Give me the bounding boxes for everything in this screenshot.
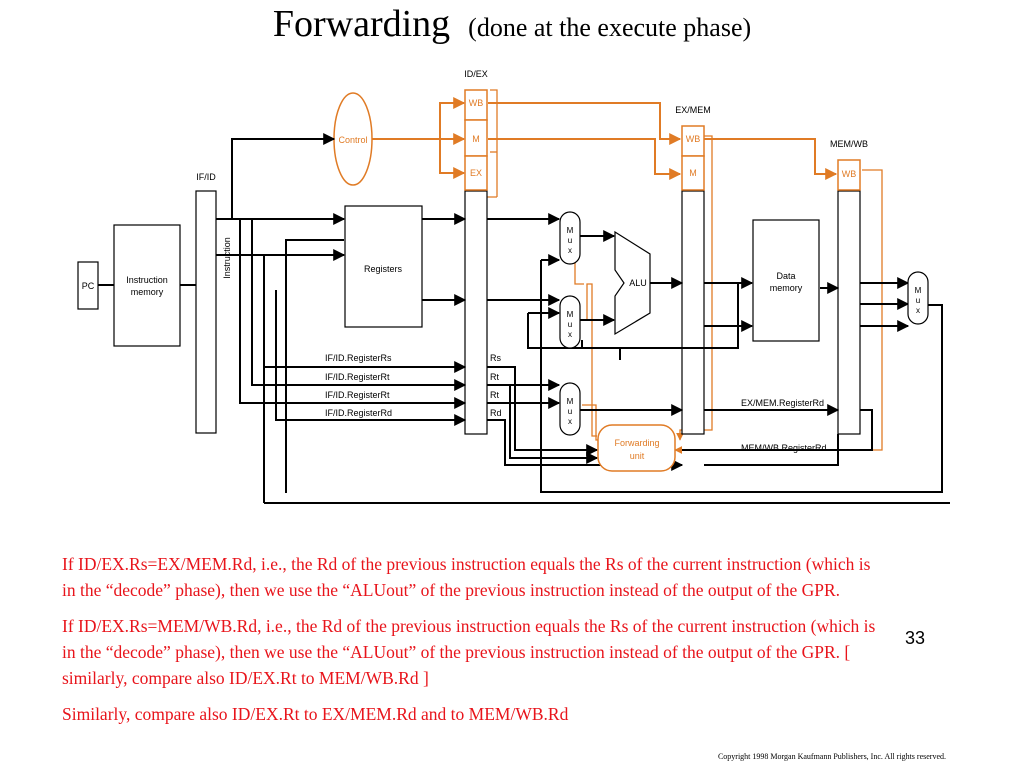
mux-a-label-1: M — [567, 226, 574, 235]
note-3: Similarly, compare also ID/EX.Rt to EX/M… — [62, 704, 569, 724]
instruction-memory-label-2: memory — [131, 287, 164, 297]
instruction-memory-label-1: Instruction — [126, 275, 168, 285]
slide-title: Forwarding (done at the execute phase) — [0, 2, 1024, 46]
explanation-notes: If ID/EX.Rs=EX/MEM.Rd, i.e., the Rd of t… — [62, 551, 882, 727]
mux-d-label-3: x — [916, 306, 920, 315]
registers-label: Registers — [364, 264, 403, 274]
mem-wb-register — [837, 190, 861, 435]
data-memory-box — [752, 219, 820, 342]
signal-ex-mem-rd: EX/MEM.RegisterRd — [741, 398, 824, 408]
copyright-notice: Copyright 1998 Morgan Kaufmann Publisher… — [717, 752, 946, 761]
instruction-bus-label: Instruction — [222, 237, 232, 279]
control-lines — [372, 97, 838, 191]
mux-b-label-1: M — [567, 310, 574, 319]
forwarding-unit-box — [597, 424, 676, 472]
signal-left-1: IF/ID.RegisterRs — [325, 353, 392, 363]
signal-left-3: IF/ID.RegisterRt — [325, 390, 390, 400]
id-ex-m-text: M — [472, 134, 480, 144]
mux-a — [559, 211, 581, 265]
ex-mem-m-text: M — [689, 168, 697, 178]
note-2: If ID/EX.Rs=MEM/WB.Rd, i.e., the Rd of t… — [62, 616, 876, 688]
if-id-label: IF/ID — [196, 172, 216, 182]
mux-b-label-2: u — [568, 320, 572, 329]
mux-b — [559, 295, 581, 349]
ex-mem-wb-text: WB — [686, 134, 701, 144]
signal-left-4: IF/ID.RegisterRd — [325, 408, 392, 418]
mux-c-label-1: M — [567, 397, 574, 406]
alu-label: ALU — [629, 278, 647, 288]
note-1: If ID/EX.Rs=EX/MEM.Rd, i.e., the Rd of t… — [62, 554, 871, 600]
forwarding-unit-label-2: unit — [630, 451, 645, 461]
id-ex-label: ID/EX — [464, 69, 488, 79]
alu-shape — [614, 230, 651, 336]
mux-d-label-1: M — [915, 286, 922, 295]
id-ex-ex-field — [464, 155, 488, 191]
mem-wb-wb-text: WB — [842, 169, 857, 179]
mux-d-label-2: u — [916, 296, 920, 305]
id-ex-wb-text: WB — [469, 98, 484, 108]
control-label: Control — [338, 135, 367, 145]
ex-mem-register — [681, 190, 705, 435]
mux-a-label-2: u — [568, 236, 572, 245]
ex-mem-m-field — [681, 155, 705, 191]
pc-label: PC — [82, 281, 95, 291]
title-main: Forwarding — [272, 3, 451, 45]
signal-right-1: Rs — [490, 353, 501, 363]
signal-right-3: Rt — [490, 390, 499, 400]
datapath-wires — [98, 133, 950, 504]
mux-c-label-3: x — [568, 417, 572, 426]
if-id-register — [195, 190, 217, 434]
page-number: 33 — [905, 628, 926, 648]
ex-mem-label: EX/MEM — [675, 105, 711, 115]
id-ex-register — [464, 190, 488, 435]
mem-wb-wb-field — [837, 159, 861, 191]
control-feedback-lines — [476, 89, 883, 454]
registers-box — [344, 205, 423, 328]
data-memory-label-1: Data — [776, 271, 795, 281]
mem-wb-label: MEM/WB — [830, 139, 868, 149]
instruction-memory-box — [113, 224, 181, 347]
forwarding-unit-label-1: Forwarding — [614, 438, 659, 448]
title-subtitle: (done at the execute phase) — [468, 13, 752, 42]
signal-mem-wb-rd: MEM/WB.RegisterRd — [741, 443, 827, 453]
signal-right-2: Rt — [490, 372, 499, 382]
mux-b-label-3: x — [568, 330, 572, 339]
mux-c-label-2: u — [568, 407, 572, 416]
mux-a-label-3: x — [568, 246, 572, 255]
mux-d — [907, 271, 929, 325]
forwarding-datapath-diagram: Control IF/ID ID/EX WB M EX EX/MEM WB M … — [77, 69, 950, 504]
mux-c — [559, 382, 581, 436]
id-ex-ex-text: EX — [470, 168, 482, 178]
signal-left-2: IF/ID.RegisterRt — [325, 372, 390, 382]
data-memory-label-2: memory — [770, 283, 803, 293]
pc-box — [77, 261, 99, 310]
signal-right-4: Rd — [490, 408, 502, 418]
